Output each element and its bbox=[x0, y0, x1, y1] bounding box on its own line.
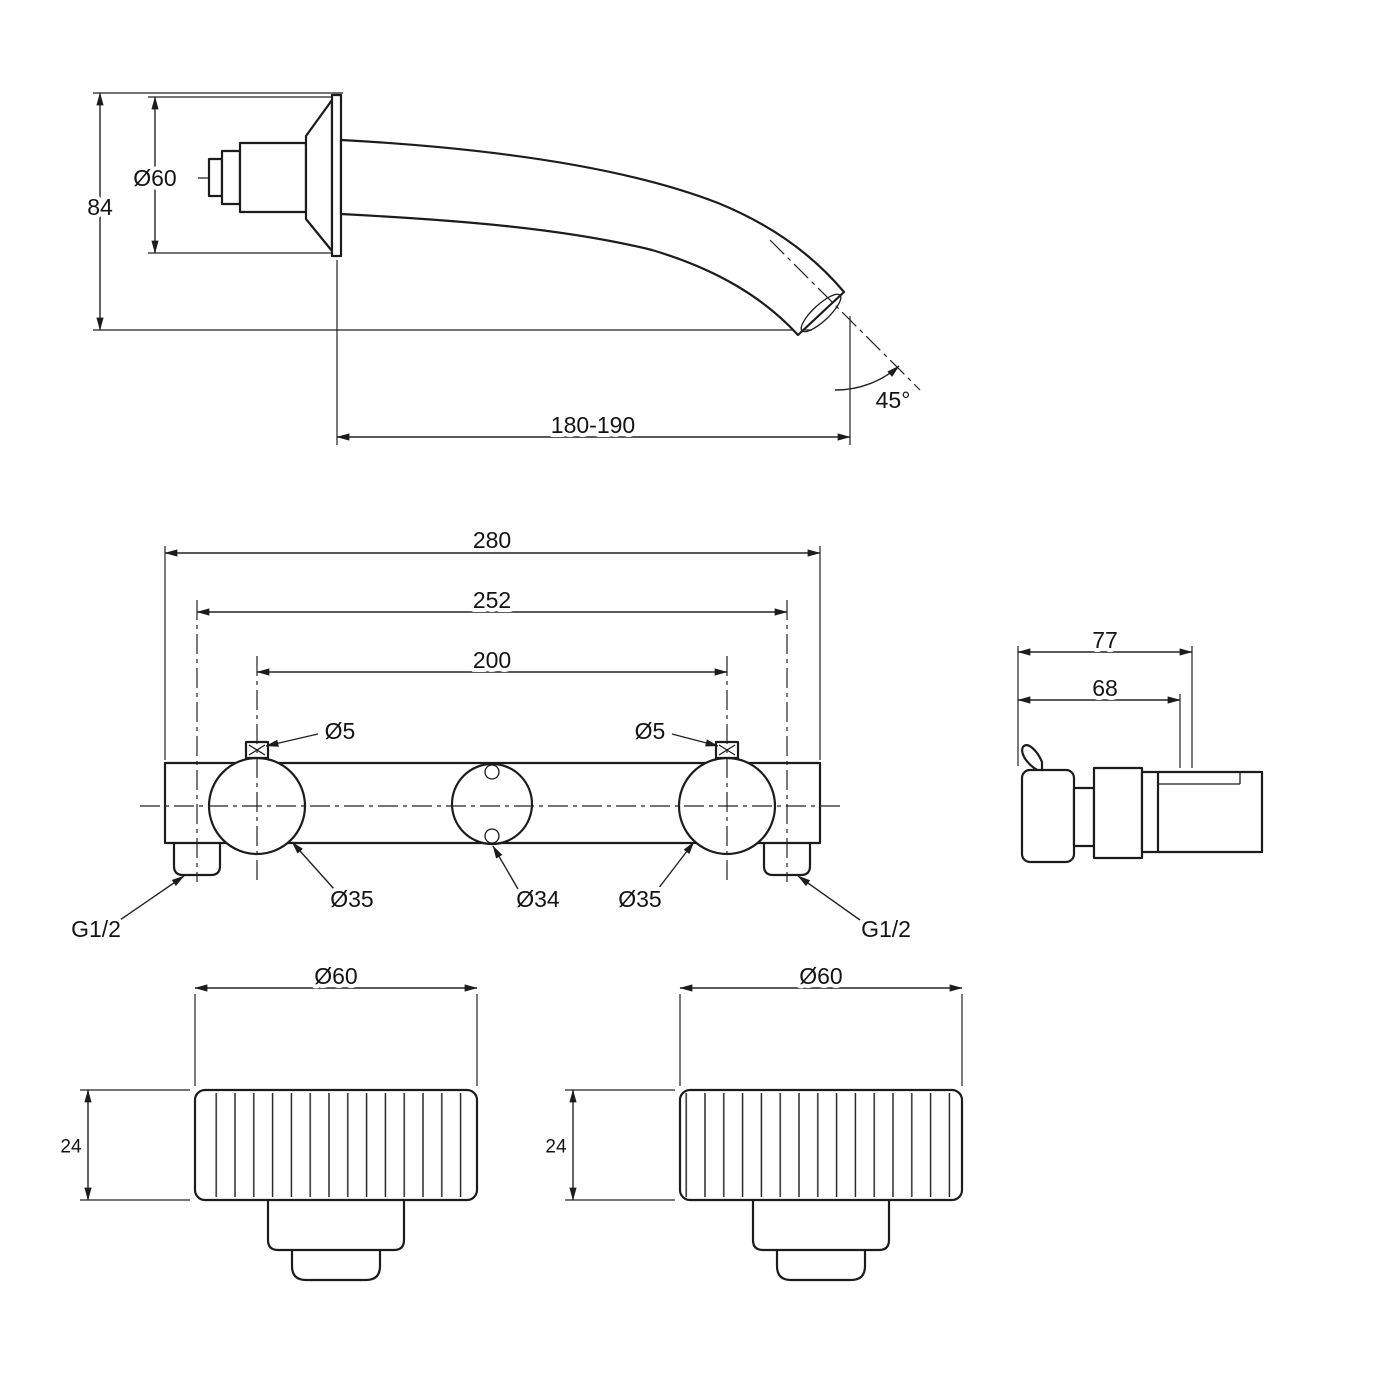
handle-left-knurl-texture bbox=[200, 1093, 472, 1197]
dim-handle-right-height-group: 24 bbox=[541, 1089, 675, 1201]
side-drawing bbox=[1020, 744, 1264, 864]
dim-label-reach: 180-190 bbox=[551, 412, 635, 438]
dim-reach-group: 180-190 bbox=[336, 408, 851, 442]
label-bore-right-group: Ø35 bbox=[614, 841, 695, 916]
body-side-view: 77 68 bbox=[1017, 623, 1264, 864]
spout-angle-annotation: 45° bbox=[769, 239, 921, 417]
dim-label-overall-width: 280 bbox=[473, 527, 511, 553]
dim-label-height: 84 bbox=[87, 194, 113, 220]
dim-84-group: 84 bbox=[83, 92, 117, 331]
dim-label-inlet-spacing: 252 bbox=[473, 587, 511, 613]
spout-inlet-tip bbox=[207, 157, 224, 198]
dim-handle-spacing-group: 200 bbox=[256, 643, 728, 677]
dim-label-thread-left: G1/2 bbox=[71, 916, 121, 942]
dim-label-handle-left-diameter: Ø60 bbox=[314, 963, 357, 989]
side-valve-cylinder bbox=[1140, 770, 1264, 854]
dim-label-bore-right: Ø35 bbox=[618, 886, 661, 912]
handle-right-drawing bbox=[678, 1088, 964, 1282]
dim-label-depth-inner: 68 bbox=[1092, 675, 1118, 701]
label-bore-center-group: Ø34 bbox=[492, 845, 564, 916]
spout-outlet-rim bbox=[800, 293, 842, 333]
dim-label-handle-left-height: 24 bbox=[60, 1137, 82, 1158]
dim-flange-diameter-group: Ø60 bbox=[129, 96, 181, 254]
dim-label-handle-right-diameter: Ø60 bbox=[799, 963, 842, 989]
handle-left-stem bbox=[266, 1198, 406, 1252]
dim-depth-inner-group: 68 bbox=[1017, 671, 1181, 768]
center-hole-bottom bbox=[484, 828, 500, 844]
handle-lever-tip bbox=[1021, 744, 1044, 774]
handle-right-stem bbox=[751, 1198, 891, 1252]
spout-tube bbox=[339, 138, 846, 337]
dim-label-handle-right-height: 24 bbox=[545, 1137, 567, 1158]
dim-inlet-spacing-group: 252 bbox=[196, 583, 788, 617]
handle-left-drawing bbox=[193, 1088, 479, 1282]
side-handle-neck bbox=[1072, 786, 1096, 848]
body-front-view: 280 252 200 Ø5 Ø5 Ø35 Ø34 bbox=[67, 523, 915, 946]
label-screw-right-group: Ø5 bbox=[631, 714, 719, 748]
label-screw-left-group: Ø5 bbox=[265, 714, 359, 748]
dim-label-handle-spacing: 200 bbox=[473, 647, 511, 673]
dim-label-screw-right: Ø5 bbox=[635, 718, 666, 744]
label-bore-left-group: Ø35 bbox=[291, 841, 378, 916]
dim-label-bore-left: Ø35 bbox=[330, 886, 373, 912]
label-thread-right-group: G1/2 bbox=[797, 875, 915, 946]
dim-handle-left-diameter-group: Ø60 bbox=[194, 959, 478, 1086]
spout-bore-center bbox=[450, 762, 534, 846]
side-handle-knob bbox=[1020, 768, 1076, 864]
center-hole-top bbox=[484, 764, 500, 780]
dim-depth-overall-group: 77 bbox=[1017, 623, 1193, 768]
side-escutcheon bbox=[1092, 766, 1144, 860]
handle-right-view: Ø60 24 bbox=[541, 959, 964, 1282]
handle-left-base bbox=[290, 1248, 382, 1282]
dim-label-thread-right: G1/2 bbox=[861, 916, 911, 942]
spout-drawing bbox=[207, 93, 846, 337]
dim-handle-right-diameter-group: Ø60 bbox=[679, 959, 963, 1086]
handle-right-knurl-texture bbox=[685, 1093, 957, 1197]
dim-label-outlet-angle: 45° bbox=[876, 387, 911, 413]
spout-side-view: 45° 84 Ø60 180-190 bbox=[83, 92, 921, 445]
dim-label-depth-overall: 77 bbox=[1092, 627, 1118, 653]
handle-right-base bbox=[775, 1248, 867, 1282]
handle-left-view: Ø60 24 bbox=[56, 959, 479, 1282]
spout-wall-flange bbox=[330, 93, 343, 258]
body-centerlines bbox=[140, 600, 845, 882]
label-thread-left-group: G1/2 bbox=[67, 875, 185, 946]
spout-inlet-nut bbox=[220, 149, 242, 206]
dim-label-flange-diameter: Ø60 bbox=[133, 165, 176, 191]
spout-body-behind-wall bbox=[238, 141, 308, 214]
dim-label-bore-center: Ø34 bbox=[516, 886, 560, 912]
dim-label-screw-left: Ø5 bbox=[325, 718, 356, 744]
dim-handle-left-height-group: 24 bbox=[56, 1089, 190, 1201]
dim-overall-width-group: 280 bbox=[164, 523, 821, 760]
